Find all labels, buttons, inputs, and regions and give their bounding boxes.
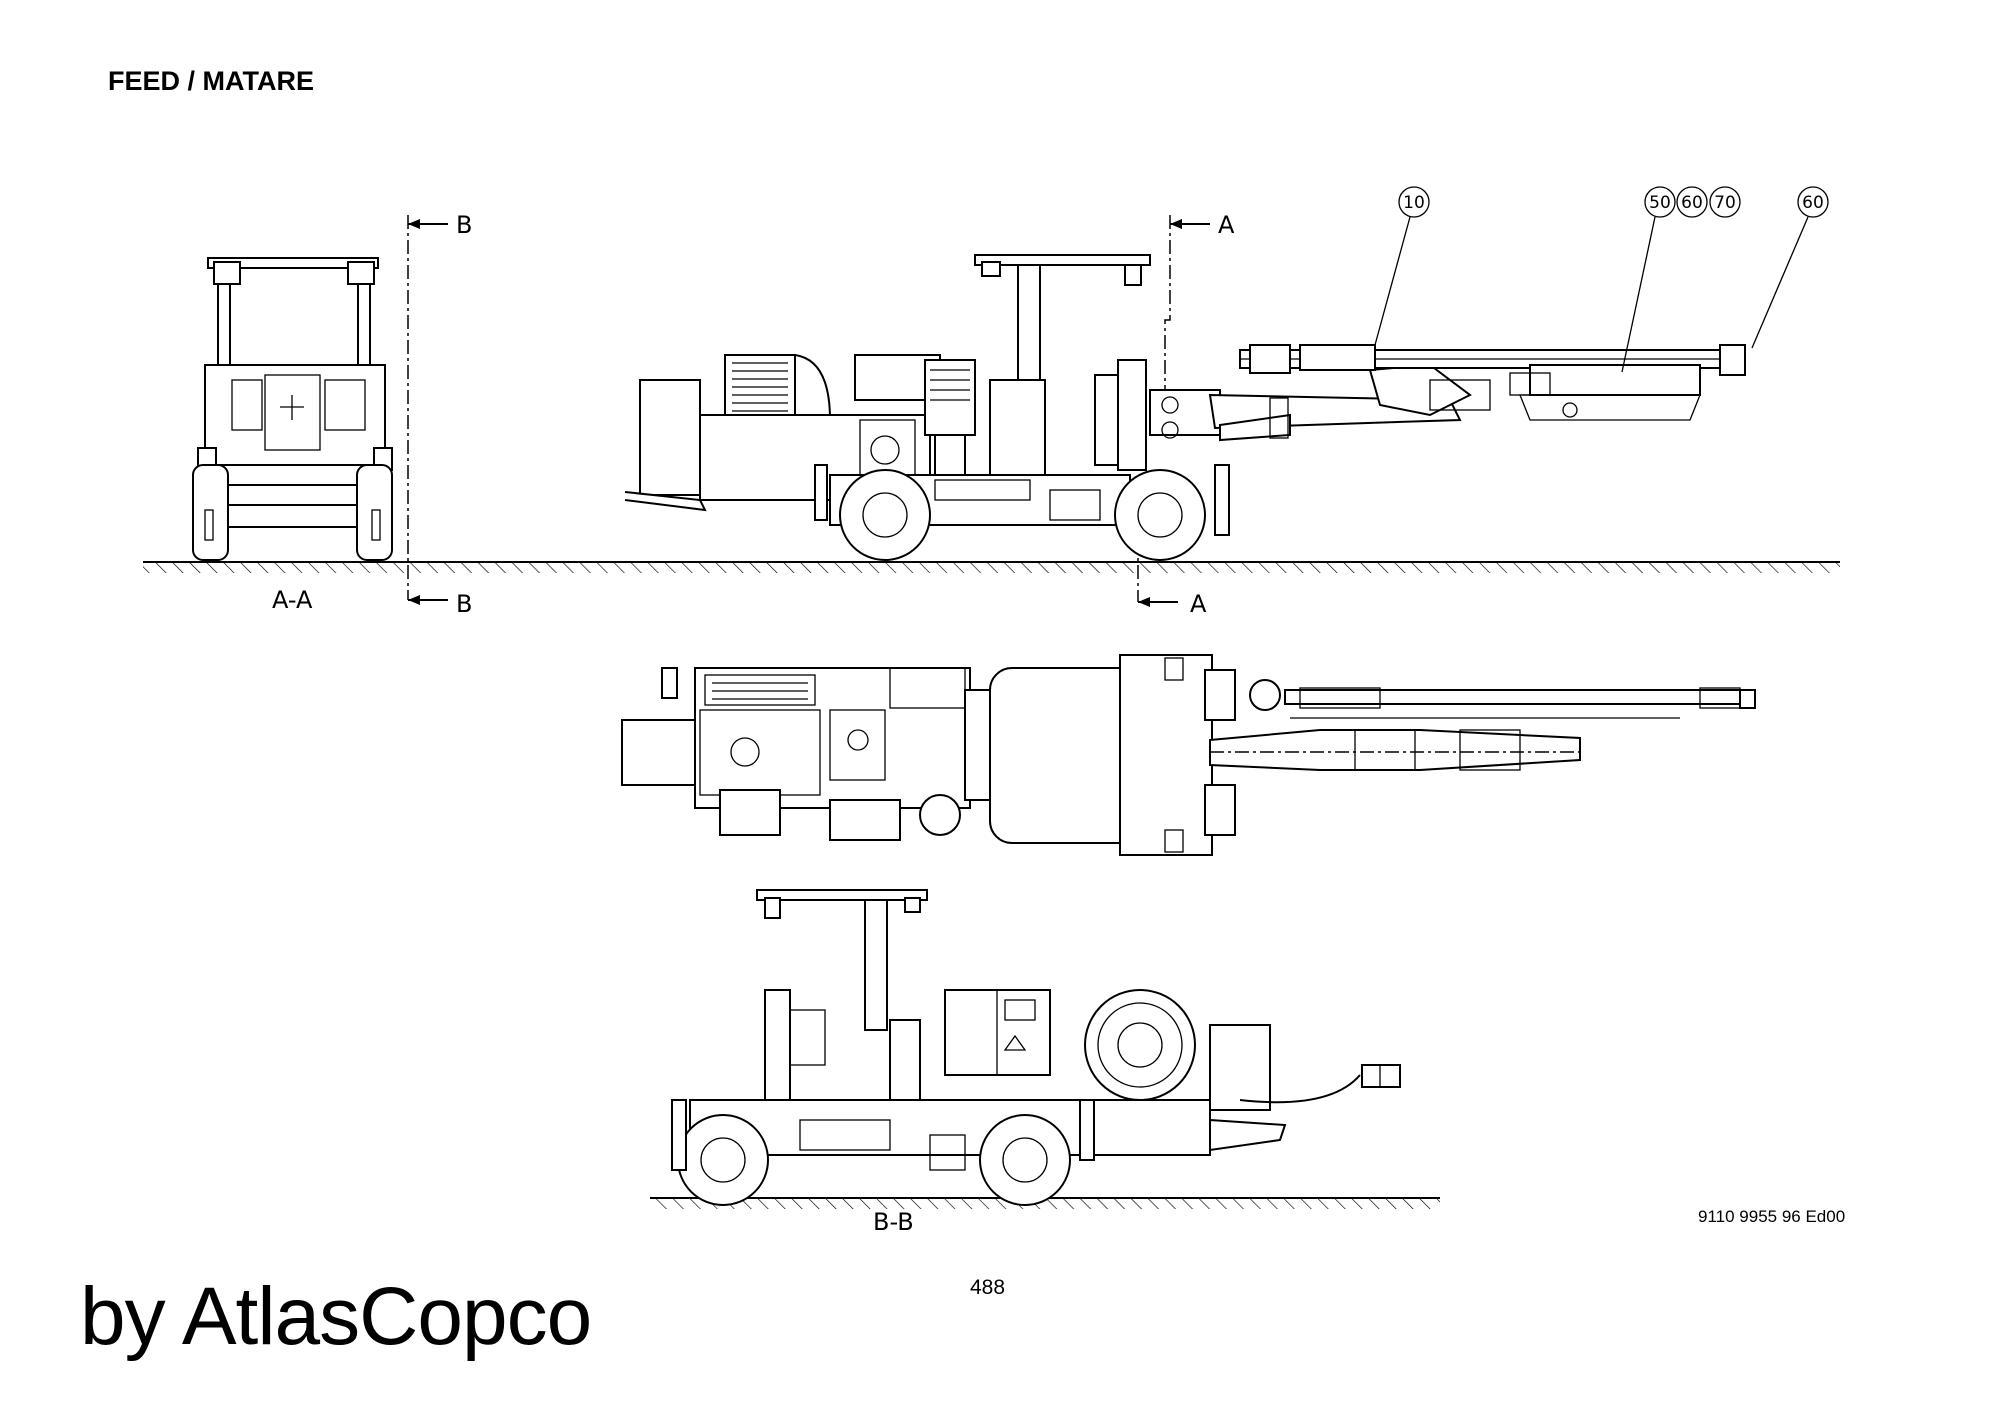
callout-60-a: 60: [1676, 186, 1708, 218]
side-view-main: [624, 254, 1746, 561]
side-view-bb: [671, 889, 1401, 1206]
section-line-b: [407, 215, 448, 605]
ground-line-top: [143, 561, 1840, 573]
section-label-b-bottom: B: [456, 590, 472, 618]
cable-plug: [1361, 1064, 1401, 1088]
callout-60-b: 60: [1751, 186, 1829, 349]
bb-rear-wheel: [979, 1114, 1071, 1206]
section-line-a: [1137, 215, 1210, 607]
watermark-text: by AtlasCopco: [80, 1271, 592, 1362]
cable-reel: [1084, 989, 1196, 1101]
cooler-grille: [732, 362, 788, 412]
section-label-a-bottom: A: [1190, 590, 1207, 618]
svg-text:60: 60: [1802, 193, 1824, 213]
front-wheel: [1114, 469, 1206, 561]
view-label-aa: A-A: [272, 586, 313, 614]
page-number: 488: [970, 1276, 1006, 1299]
view-label-bb: B-B: [873, 1208, 914, 1236]
front-view-aa: [192, 257, 393, 561]
callout-10: 10: [1374, 186, 1430, 346]
rear-wheel: [839, 469, 931, 561]
bb-front-wheel: [677, 1114, 769, 1206]
svg-text:10: 10: [1403, 193, 1425, 213]
svg-text:60: 60: [1681, 193, 1703, 213]
svg-text:70: 70: [1714, 193, 1736, 213]
callout-70: 70: [1709, 186, 1741, 218]
section-label-b-top: B: [456, 211, 472, 239]
section-label-a-top: A: [1218, 211, 1235, 239]
callout-50: 50: [1621, 186, 1676, 373]
operator-area: [989, 667, 1141, 844]
top-view: [621, 654, 1756, 856]
page-title: FEED / MATARE: [108, 66, 314, 96]
svg-text:50: 50: [1649, 193, 1671, 213]
document-number: 9110 9955 96 Ed00: [1698, 1207, 1846, 1226]
